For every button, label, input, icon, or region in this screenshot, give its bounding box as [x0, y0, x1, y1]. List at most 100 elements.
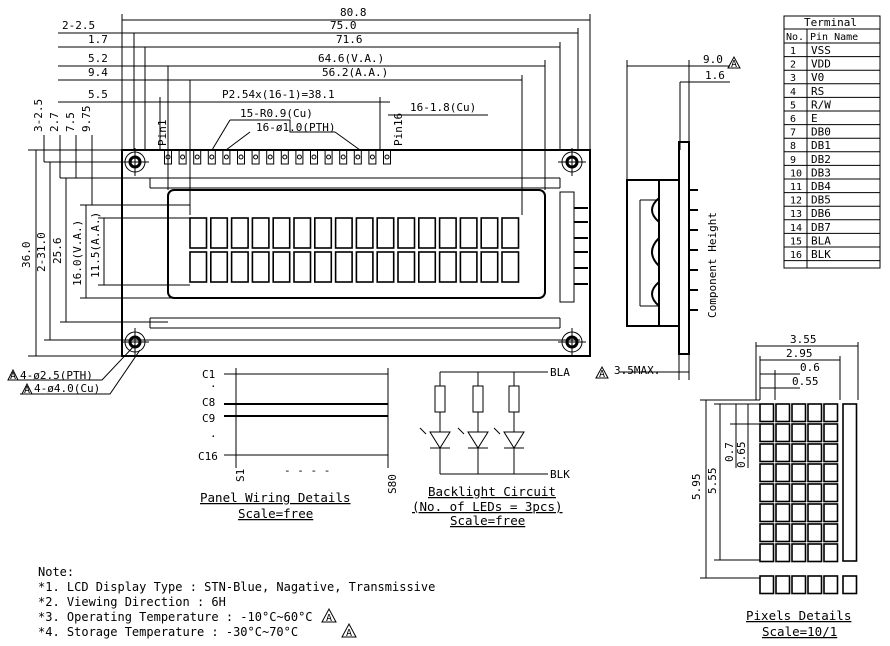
pixel-dot — [791, 463, 807, 483]
side-pins — [689, 189, 698, 311]
panel-title: Panel Wiring Details — [200, 490, 351, 505]
terminal-pin-no: 8 — [790, 141, 796, 152]
char-cell — [251, 251, 270, 283]
dim-25-6: 25.6 — [51, 238, 64, 265]
rev-mark-hole-pth: A — [10, 371, 16, 382]
pin-pad — [368, 149, 377, 165]
char-cell — [210, 251, 229, 283]
terminal-pin-name: DB5 — [811, 194, 831, 207]
terminal-col-no: No. — [786, 32, 804, 43]
notes-heading: Note: — [38, 565, 74, 579]
pixel-dot — [759, 483, 775, 503]
pin-hole — [326, 154, 332, 160]
pixel-dot — [775, 483, 791, 503]
left-dimension-labels: 3-2.5 2.7 7.5 9.75 36.0 2-31.0 25.6 16.0… — [20, 99, 102, 286]
pixel-dot — [759, 403, 775, 423]
pix-dim-0-55: 0.55 — [792, 375, 819, 388]
pixel-dot — [791, 543, 807, 563]
char-cell — [334, 217, 353, 249]
terminal-pin-name: VDD — [811, 58, 831, 71]
terminal-pin-no: 16 — [790, 250, 802, 261]
terminal-pin-name: RS — [811, 85, 824, 98]
dim-75-0: 75.0 — [330, 19, 357, 32]
side-dim-3-5: 3.5MAX. — [614, 364, 660, 377]
terminal-pin-name: R/W — [811, 98, 831, 111]
dim-9-75: 9.75 — [80, 106, 93, 133]
pin-pad — [324, 149, 333, 165]
char-cell — [272, 251, 291, 283]
pixel-dot — [823, 443, 839, 463]
pin-hole — [384, 154, 390, 160]
pixel-dot — [759, 423, 775, 443]
pin-hole — [311, 154, 317, 160]
pin-hole — [223, 154, 229, 160]
pixel-dot — [823, 523, 839, 543]
pin-pad — [237, 149, 245, 165]
pixel-dot — [775, 523, 791, 543]
char-cell — [480, 251, 499, 283]
char-cell — [293, 251, 312, 283]
bla-label: BLA — [550, 366, 570, 379]
pixel-dot — [759, 503, 775, 523]
char-cell — [251, 217, 270, 249]
panel-c16: C16 — [198, 450, 218, 463]
panel-c1: C1 — [202, 368, 215, 381]
terminal-pin-name: E — [811, 112, 818, 125]
pix-dim-0-65: 0.65 — [735, 442, 748, 469]
char-cell — [189, 251, 208, 283]
pin-pad — [251, 149, 260, 165]
hole-cu-label: 4-ø4.0(Cu) — [34, 382, 100, 395]
terminal-pin-name: DB7 — [811, 221, 831, 234]
char-cell — [230, 217, 249, 249]
dim-pitch: P2.54x(16-1)=38.1 — [222, 88, 335, 101]
pin-pad — [222, 149, 231, 165]
terminal-pin-no: 7 — [790, 128, 796, 139]
pin-pad — [339, 149, 348, 165]
pin-pad — [280, 149, 289, 165]
terminal-col-name: Pin Name — [810, 32, 858, 43]
cursor-dot — [759, 575, 775, 595]
char-cell — [293, 217, 312, 249]
dim-pad-pth: 16-ø1.0(PTH) — [256, 121, 335, 134]
pixel-dot — [759, 543, 775, 563]
pixel-dot — [775, 463, 791, 483]
pix-dim-3-55: 3.55 — [790, 333, 817, 346]
terminal-pin-no: 2 — [790, 60, 796, 71]
char-cell — [355, 217, 374, 249]
pixel-dot — [759, 523, 775, 543]
pin-hole — [238, 154, 244, 160]
rev-mark-side-90: A — [731, 59, 737, 70]
cursor-dot — [823, 575, 839, 595]
terminal-pin-no: 1 — [790, 46, 796, 57]
led-pins-right — [574, 207, 588, 285]
pixel-dot — [791, 403, 807, 423]
cursor-dot — [791, 575, 807, 595]
backlight-circuit: BLA BLK Backlight Circuit (No. of LEDs =… — [412, 366, 570, 528]
note-4: *4. Storage Temperature : -30°C~70°C — [38, 625, 298, 639]
side-dim-9-0: 9.0 — [703, 53, 723, 66]
pin-hole — [180, 154, 186, 160]
dim-2-7: 2.7 — [48, 112, 61, 132]
char-cell — [417, 217, 437, 249]
pin16-label: Pin16 — [392, 113, 405, 146]
terminal-pin-name: DB2 — [811, 153, 831, 166]
dim-5-5: 5.5 — [88, 88, 108, 101]
terminal-pin-no: 14 — [790, 223, 802, 234]
pixel-dot — [791, 443, 807, 463]
pin1-label: Pin1 — [156, 120, 169, 147]
top-dimension-lines — [58, 14, 591, 215]
char-cell — [480, 217, 499, 249]
pixel-dot — [823, 543, 839, 563]
pixel-dot — [807, 423, 823, 443]
pin-hole — [209, 154, 215, 160]
rev-mark-note-3: A — [326, 613, 332, 624]
dim-1-7: 1.7 — [88, 33, 108, 46]
side-view: A A 9.0 1.6 3.5MAX. Component Height — [595, 53, 741, 380]
pin-hole — [253, 154, 259, 160]
panel-c8: C8 — [202, 396, 215, 409]
char-cell — [313, 251, 333, 283]
terminal-pin-name: BLK — [811, 248, 831, 261]
pixel-dot — [791, 503, 807, 523]
